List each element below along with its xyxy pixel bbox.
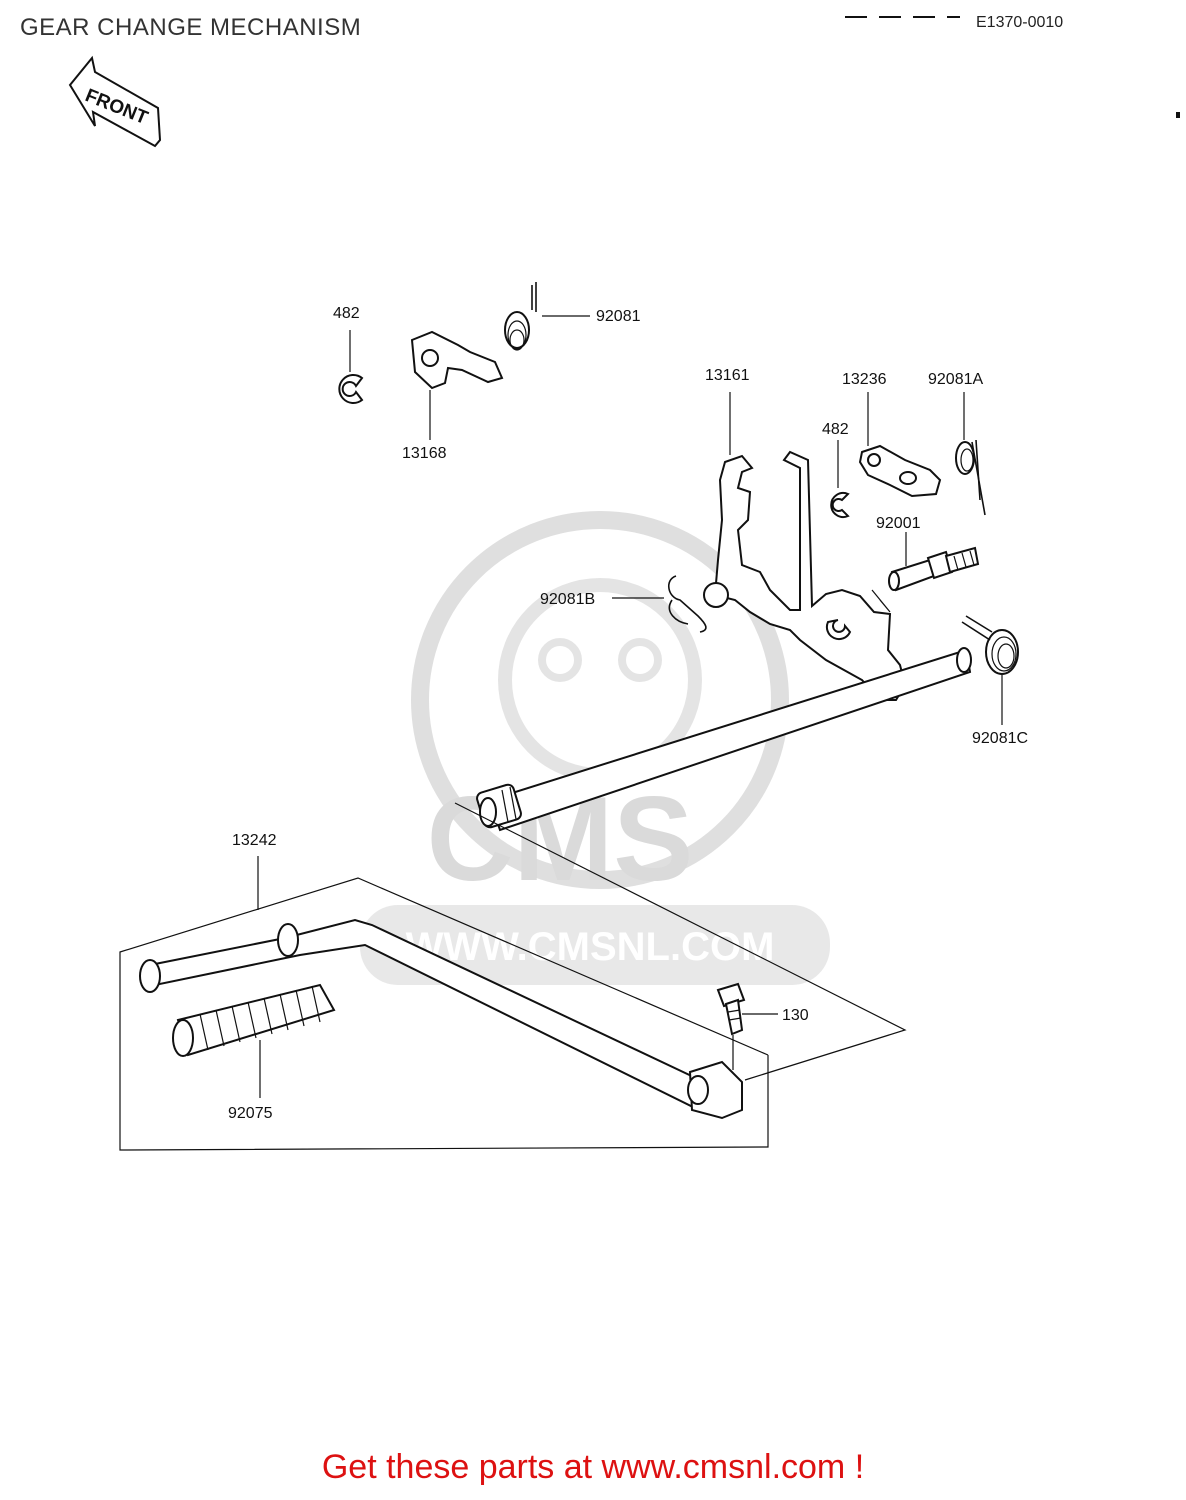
watermark-logo: CMS WWW.CMSNL.COM <box>360 511 830 985</box>
spring-92081B <box>612 575 707 633</box>
circlip-482-mid <box>830 440 850 518</box>
part-label-92075: 92075 <box>228 1105 273 1122</box>
spring-92081A <box>955 392 986 516</box>
part-label-92081B: 92081B <box>540 591 595 608</box>
part-label-13168: 13168 <box>402 445 447 462</box>
shift-arm-13161 <box>703 392 907 701</box>
bolt-130 <box>716 982 778 1070</box>
assembly-outline <box>119 802 907 1151</box>
scan-artifacts <box>845 16 1180 118</box>
part-label-482-top: 482 <box>333 305 360 322</box>
pedal-lever-13242 <box>139 856 743 1120</box>
buy-parts-link[interactable]: Get these parts at www.cmsnl.com ! <box>321 1448 865 1486</box>
shift-shaft <box>476 647 972 832</box>
page-title: GEAR CHANGE MECHANISM <box>20 14 362 41</box>
part-label-13236: 13236 <box>842 371 887 388</box>
part-label-92081: 92081 <box>596 308 641 325</box>
part-label-92081A: 92081A <box>928 371 983 388</box>
front-arrow-icon: FRONT <box>68 55 162 148</box>
diagram-code: E1370-0010 <box>976 14 1064 31</box>
part-labels: 482 13168 92081 13161 13236 92081A 482 9… <box>228 305 1028 1122</box>
part-label-13242: 13242 <box>232 832 277 849</box>
spring-92081 <box>504 282 590 351</box>
watermark-url: WWW.CMSNL.COM <box>406 925 775 969</box>
spring-92081C <box>961 615 1019 725</box>
rubber-grip-92075 <box>172 983 336 1098</box>
bolt-92001 <box>871 532 980 613</box>
part-label-92081C: 92081C <box>972 730 1028 747</box>
part-label-13161: 13161 <box>705 367 750 384</box>
part-label-92001: 92001 <box>876 515 921 532</box>
circlip-482-top <box>338 330 364 404</box>
part-label-482-mid: 482 <box>822 421 849 438</box>
plate-13236 <box>858 392 942 498</box>
part-label-130: 130 <box>782 1007 809 1024</box>
plate-13168 <box>410 330 504 440</box>
